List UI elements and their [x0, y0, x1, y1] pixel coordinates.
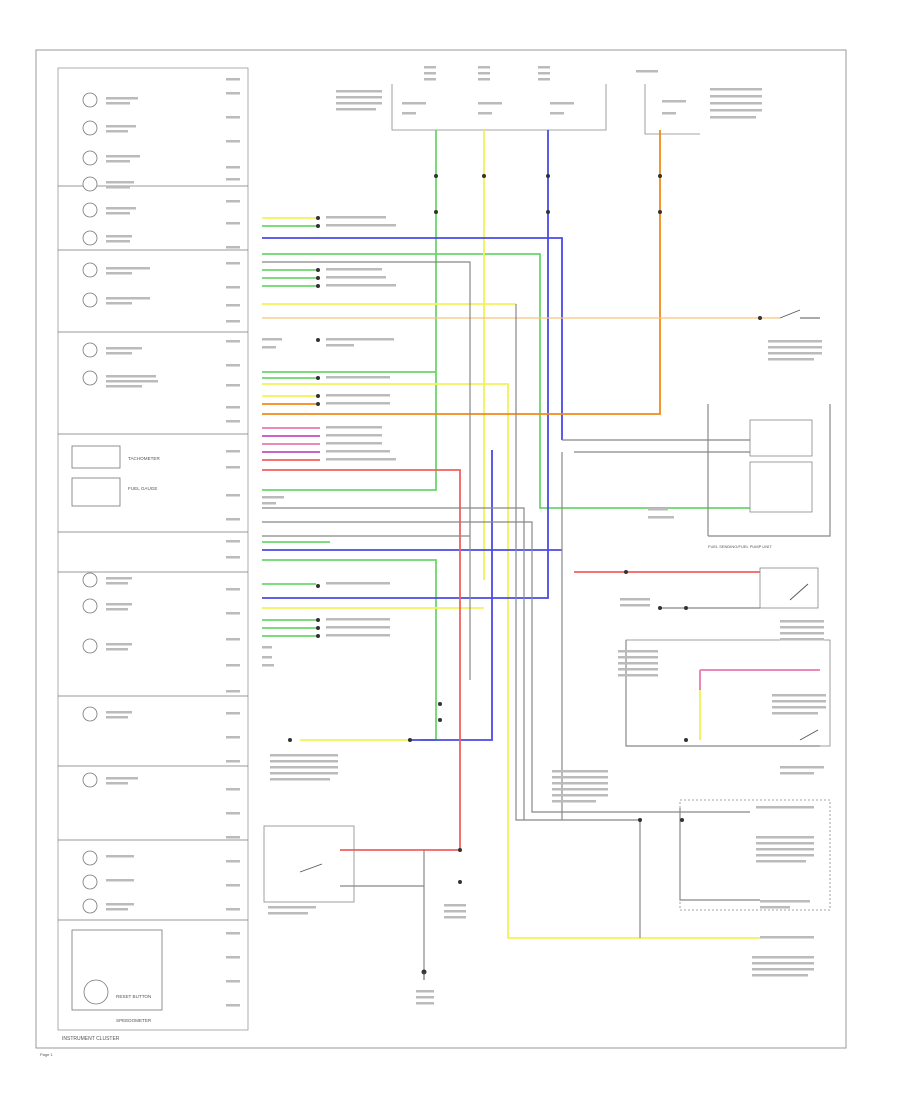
instrument-cluster — [57, 67, 249, 1031]
fuse-box — [391, 84, 700, 135]
brake-fluid-switch — [759, 567, 819, 609]
cluster-box — [57, 67, 249, 1031]
wire-orange-main — [262, 130, 661, 415]
bulb-icon — [82, 262, 98, 278]
oil-pressure-switch-icon — [779, 309, 820, 319]
bulb-icon — [82, 92, 98, 108]
brake-fluid-switch-icon — [789, 583, 809, 601]
wire-blue-4 — [412, 450, 493, 741]
bulb-icon — [82, 176, 98, 192]
wire-yellow-3 — [262, 383, 760, 939]
bulb-icon — [82, 150, 98, 166]
bulb-icon — [82, 572, 98, 588]
ecm-box — [625, 639, 831, 747]
speedometer-icon — [83, 979, 109, 1005]
fuel-gauge-box — [71, 477, 121, 507]
reset-box — [71, 929, 163, 1011]
fuel-gauge-label: FUEL GAUGE — [128, 486, 157, 491]
reset-button-label: RESET BUTTON — [116, 994, 151, 999]
wire-red-1 — [262, 469, 461, 851]
wire-blue-main — [262, 130, 549, 599]
parking-brake-switch-icon — [799, 729, 819, 741]
bulb-icon — [82, 850, 98, 866]
connector-dots — [288, 174, 762, 975]
wire-green-4 — [262, 559, 437, 741]
bulb-icon — [82, 772, 98, 788]
lamp-switch-icon — [299, 863, 323, 873]
cluster-footer-label: INSTRUMENT CLUSTER — [62, 1036, 120, 1042]
wires — [262, 130, 820, 939]
indicator-bulbs — [82, 92, 98, 914]
bulb-icon — [82, 370, 98, 386]
bulb-icon — [82, 230, 98, 246]
tachometer-label: TACHOMETER — [128, 456, 160, 461]
fuel-sending-box — [749, 419, 813, 457]
bulb-icon — [82, 292, 98, 308]
gray-wires — [262, 261, 831, 972]
bulb-icon — [82, 874, 98, 890]
lamp-switch-box — [263, 825, 355, 903]
vss-box — [679, 799, 831, 911]
bulb-icon — [82, 898, 98, 914]
tachometer-gauge — [71, 445, 121, 469]
outer-frame — [35, 49, 847, 1049]
right-components — [263, 419, 831, 911]
fuel-pump-label: FUEL SENDING/FUEL PUMP UNIT — [708, 544, 772, 549]
switch-icons — [299, 309, 820, 873]
bulb-icon — [82, 638, 98, 654]
pin-ticks — [226, 78, 240, 1007]
bulb-icon — [82, 120, 98, 136]
wire-green-main — [262, 130, 437, 491]
gauge-boxes — [71, 445, 163, 1011]
fuse-label-bars — [336, 66, 762, 119]
wire-blue-2 — [262, 237, 563, 440]
speedometer-label: SPEEDOMETER — [116, 1018, 152, 1023]
bulb-icon — [82, 202, 98, 218]
bulb-icon — [82, 598, 98, 614]
wire-label-bars — [262, 216, 826, 1005]
fuel-pump-box — [749, 461, 813, 513]
indicator-label-bars — [106, 97, 158, 911]
page-code: Page 1 — [40, 1052, 53, 1057]
bulb-icon — [82, 706, 98, 722]
bulb-icon — [82, 342, 98, 358]
wire-green-2 — [262, 253, 750, 509]
